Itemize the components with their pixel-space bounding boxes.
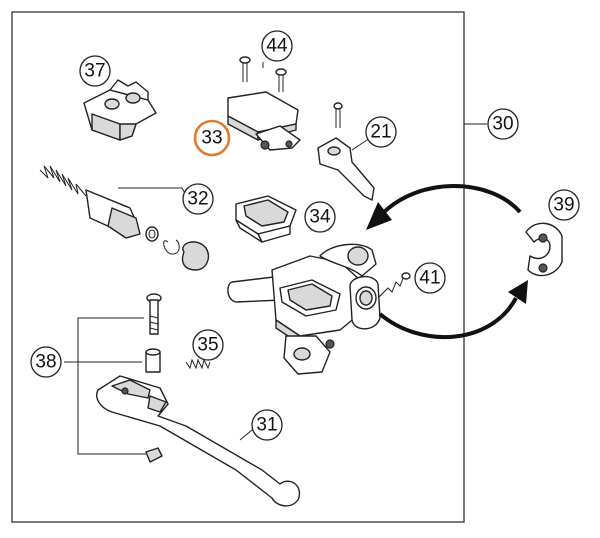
svg-text:31: 31: [256, 415, 277, 436]
svg-text:35: 35: [197, 335, 218, 356]
svg-text:33: 33: [201, 128, 222, 149]
callout-37: 37: [79, 55, 111, 87]
svg-text:44: 44: [266, 36, 288, 57]
svg-text:21: 21: [370, 122, 391, 143]
part-reservoir-cap: [227, 91, 301, 151]
leader-31: [239, 429, 253, 441]
svg-text:32: 32: [187, 189, 208, 210]
callout-32: 32: [182, 183, 214, 215]
callout-31: 31: [251, 409, 283, 441]
callout-33-highlighted: 33: [193, 119, 231, 157]
part-handlebar-clamp: [525, 222, 563, 277]
part-spring: [185, 358, 211, 370]
rotation-arrows: [366, 184, 528, 340]
part-switch-lever: [317, 102, 375, 201]
part-screw-41: [377, 272, 411, 299]
part-reservoir-cover: [235, 195, 297, 243]
callout-21: 21: [365, 116, 397, 148]
callout-39: 39: [548, 189, 580, 221]
svg-text:37: 37: [84, 61, 105, 82]
svg-text:41: 41: [419, 268, 440, 289]
callout-30: 30: [487, 108, 519, 140]
leader-38-bracket: [77, 317, 146, 455]
callout-41: 41: [414, 262, 446, 294]
part-piston-kit: [39, 165, 210, 271]
part-pivot-bolt-set: [145, 293, 163, 463]
callout-35: 35: [192, 329, 224, 361]
leader-21: [351, 137, 371, 151]
svg-text:30: 30: [492, 114, 513, 135]
part-master-cylinder: [227, 243, 381, 375]
part-brake-lever: [96, 375, 301, 507]
callout-34: 34: [304, 201, 336, 233]
svg-text:34: 34: [309, 207, 331, 228]
part-screws-top: [239, 56, 287, 92]
assembly-frame: [11, 11, 465, 523]
svg-text:38: 38: [35, 352, 56, 373]
callout-44: 44: [261, 30, 293, 62]
svg-text:39: 39: [553, 195, 574, 216]
callout-38: 38: [30, 346, 62, 378]
part-clamp: [83, 79, 157, 141]
